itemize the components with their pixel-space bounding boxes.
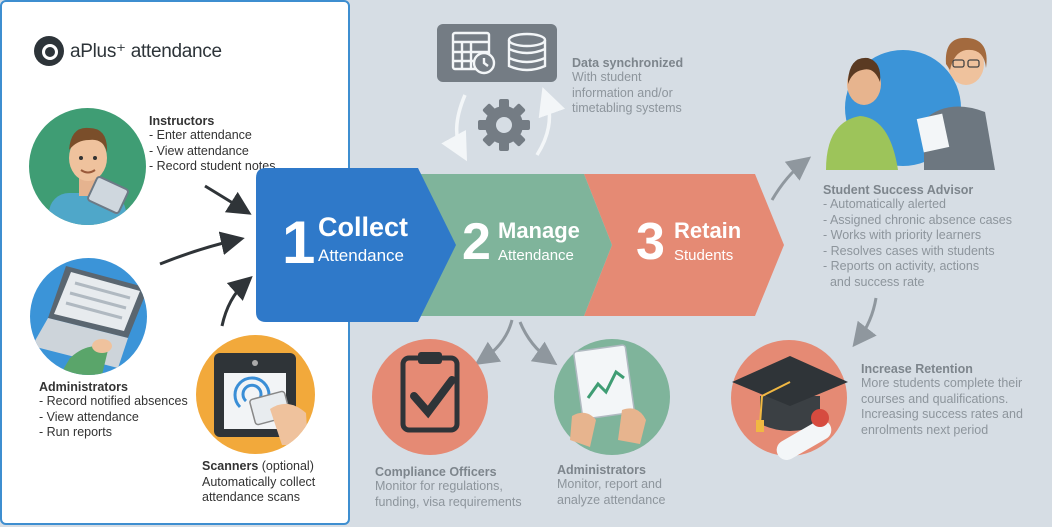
- compliance-line: Monitor for regulations,: [375, 479, 503, 493]
- administrators-left-block: Administrators - Record notified absence…: [39, 380, 188, 441]
- retention-title: Increase Retention: [861, 362, 973, 376]
- advisor-line: - Works with priority learners: [823, 228, 982, 242]
- advisor-line: - Resolves cases with students: [823, 243, 995, 258]
- scanners-suffix: (optional): [258, 459, 314, 473]
- retention-line: Increasing success rates and: [861, 407, 1023, 421]
- administrators-left-line: - View attendance: [39, 409, 139, 424]
- clipboard-check-icon: [372, 339, 488, 455]
- scanners-line: attendance scans: [202, 490, 300, 504]
- instructors-line: - Record student notes: [149, 159, 276, 173]
- compliance-line: funding, visa requirements: [375, 494, 522, 509]
- step-2-label: 2 Manage Attendance: [420, 174, 610, 316]
- step-2-arrow: [420, 174, 612, 316]
- step-1-label: 1 Collect Attendance: [256, 168, 456, 322]
- laptop-icon: [32, 266, 147, 375]
- compliance-block: Compliance Officers Monitor for regulati…: [375, 465, 522, 510]
- arrow-instructors: [204, 184, 252, 215]
- step-2-word2: Attendance: [498, 247, 574, 264]
- arrow-to-advisor: [770, 156, 812, 201]
- person-instructor-icon: [49, 127, 129, 225]
- arrow-scanner: [220, 276, 253, 327]
- step-2-number: 2: [462, 213, 491, 271]
- step-3-number: 3: [636, 213, 665, 271]
- step-3-word1: Retain: [674, 218, 742, 243]
- retention-line: courses and qualifications.: [861, 391, 1009, 406]
- step-1-number: 1: [282, 209, 316, 276]
- step-3-label: 3 Retain Students: [584, 174, 784, 316]
- step-3-arrow: [584, 174, 784, 316]
- step-3-word2: Students: [674, 247, 734, 264]
- step-1-arrow: [256, 168, 456, 322]
- retention-line: More students complete their: [861, 376, 1023, 390]
- advisor-line: - Automatically alerted: [823, 197, 946, 211]
- data-sync-box: [437, 24, 557, 82]
- step-1-word1: Collect: [318, 212, 409, 242]
- data-sync-line: timetabling systems: [572, 101, 682, 115]
- arrow-to-retention: [852, 297, 878, 348]
- logo-text: aPlus⁺ attendance: [70, 40, 222, 62]
- sync-arrow-down: [441, 94, 468, 162]
- compliance-title: Compliance Officers: [375, 465, 497, 479]
- advisor-people-icon: [826, 37, 995, 170]
- sync-arrow-up: [535, 87, 566, 156]
- advisor-line: and success rate: [823, 274, 925, 289]
- logo-icon: [34, 36, 64, 66]
- advisor-block: Student Success Advisor - Automatically …: [823, 183, 1012, 290]
- data-sync-block: Data synchronized With student informati…: [572, 56, 683, 117]
- step-2-word1: Manage: [498, 218, 580, 243]
- instructors-line: - View attendance: [149, 143, 249, 158]
- arrow-to-administrators: [518, 321, 558, 366]
- scanners-block: Scanners (optional) Automatically collec…: [202, 459, 315, 506]
- administrators-right-block: Administrators Monitor, report and analy…: [557, 463, 665, 508]
- app-logo: aPlus⁺ attendance: [34, 36, 222, 66]
- administrators-left-line: - Record notified absences: [39, 394, 188, 408]
- advisor-line: - Reports on activity, actions: [823, 259, 980, 273]
- instructor-circle: [29, 108, 146, 225]
- instructors-block: Instructors - Enter attendance - View at…: [149, 114, 275, 175]
- scanner-circle: [196, 335, 315, 454]
- step-1-word2: Attendance: [318, 246, 405, 265]
- database-icon: [507, 32, 547, 72]
- arrow-to-compliance: [474, 319, 514, 365]
- graduation-cap-icon: [731, 340, 848, 460]
- data-sync-line: With student: [572, 70, 642, 84]
- instructors-line: - Enter attendance: [149, 128, 252, 142]
- advisor-line: - Assigned chronic absence cases: [823, 212, 1012, 227]
- scanners-title: Scanners: [202, 459, 259, 473]
- administrators-left-title: Administrators: [39, 380, 128, 394]
- retention-line: enrolments next period: [861, 422, 989, 437]
- instructors-title: Instructors: [149, 114, 215, 128]
- arrow-laptop: [159, 231, 245, 266]
- administrators-right-title: Administrators: [557, 463, 646, 477]
- calendar-clock-icon: [451, 31, 496, 75]
- retention-block: Increase Retention More students complet…: [861, 362, 1023, 438]
- administrators-right-line: analyze attendance: [557, 492, 666, 507]
- gear-icon: [478, 99, 530, 151]
- administrators-left-line: - Run reports: [39, 425, 112, 439]
- scanner-icon: [214, 353, 308, 445]
- data-sync-line: information and/or: [572, 85, 673, 100]
- administrators-right-line: Monitor, report and: [557, 477, 662, 491]
- report-chart-icon: [554, 339, 670, 455]
- laptop-circle: [30, 258, 147, 375]
- advisor-title: Student Success Advisor: [823, 183, 974, 197]
- data-sync-title: Data synchronized: [572, 56, 684, 70]
- scanners-line: Automatically collect: [202, 474, 316, 489]
